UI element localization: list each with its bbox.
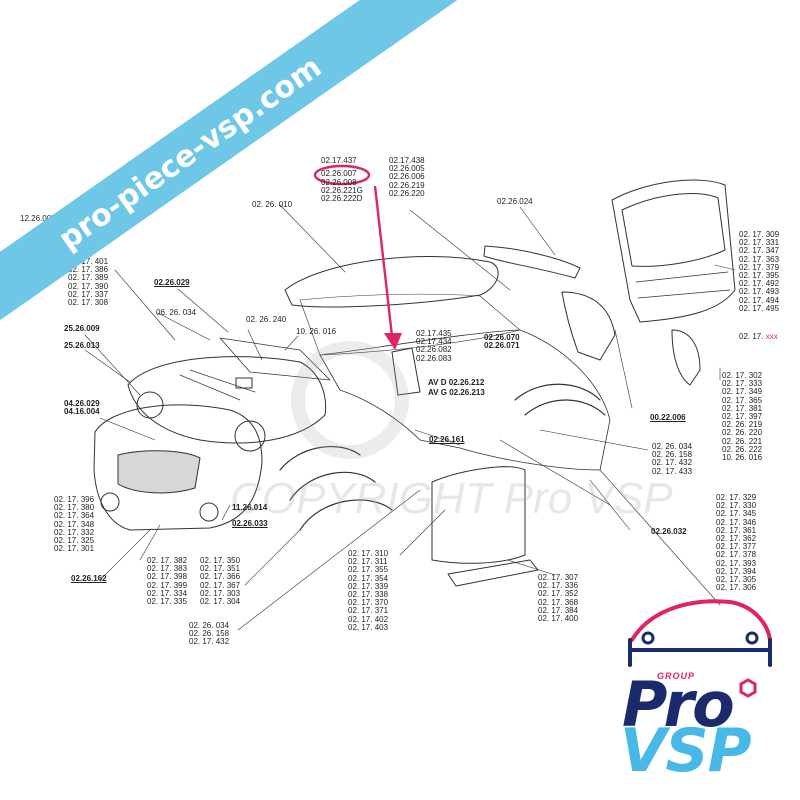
headlight-left (136, 391, 164, 419)
label-sill-stack: 02. 17. 307 02. 17. 336 02. 17. 352 02. … (538, 573, 579, 624)
label-door-stack: 02. 17. 310 02. 17. 311 02. 17. 355 02. … (348, 549, 389, 632)
logo-car-outline (628, 599, 772, 667)
logo-group-text: GROUP (657, 671, 696, 681)
logo-pro-text: Pro (622, 668, 735, 741)
mirror-part (235, 377, 253, 389)
label-02-26-162: 02.26.162 (71, 574, 107, 583)
label-arch-stack-a: 02. 17. 382 02. 17. 383 02. 17. 398 02. … (147, 556, 188, 607)
label-02-26-032: 02.26.032 (651, 527, 687, 536)
label-25-26-013: 25.26.013 (64, 341, 100, 350)
copyright-watermark: COPYRIGHT Pro VSP (230, 474, 673, 523)
highlight-annotation (313, 164, 394, 337)
label-02-26-010: 02. 26. 010 (252, 200, 293, 209)
rear-quarter-part (561, 291, 616, 361)
rear-spoiler-part (483, 245, 581, 279)
label-roof-a: 02.17.437 (321, 156, 357, 165)
label-tailgate-xxx: xxx (765, 332, 778, 341)
fog-light-right (199, 502, 219, 522)
label-roof-b: 02.26.008 02.26.221G 02.26.222D (321, 178, 363, 204)
label-rear-arch-stack: 02. 26. 034 02. 26. 158 02. 17. 432 (189, 621, 230, 647)
copyright-watermark-circle (291, 341, 409, 459)
logo-vsp-text: VSP (620, 716, 752, 786)
front-grille-part (117, 450, 201, 494)
cowl-part (219, 337, 331, 381)
label-roof-c: 02.17.438 02.26.005 02.26.006 02.26.219 … (389, 156, 425, 198)
label-02-26-024: 02.26.024 (497, 197, 533, 206)
label-tailgate-stack: 02. 17. 309 02. 17. 331 02. 17. 347 02. … (739, 230, 780, 313)
label-avg: AV G 02.26.213 (428, 388, 485, 397)
label-roof-circled: 02.26.007 (321, 169, 357, 178)
leader-lines (84, 204, 736, 631)
label-tailgate-last-num: 02. 17. (739, 332, 766, 341)
label-fender-stack: 02. 26. 034 02. 26. 158 02. 17. 432 02. … (652, 442, 693, 476)
front-bumper-part (93, 404, 263, 531)
label-25-26-009: 25.26.009 (64, 324, 100, 333)
label-glass-small: 02.17.435 02.17.434 02.26.082 02.26.083 (416, 329, 452, 363)
label-pillar: 02.26.070 02.26.071 (484, 333, 520, 351)
label-04-26: 04.26.029 04.16.004 (64, 399, 100, 417)
label-far-right-stack: 02. 17. 329 02. 17. 330 02. 17. 345 02. … (716, 493, 757, 593)
front-wheel-arch-part (279, 446, 393, 531)
label-avd: AV D 02.26.212 (428, 378, 485, 387)
label-02-26-240: 02. 26. 240 (246, 315, 287, 324)
label-06-26-034: 06. 26. 034 (156, 308, 197, 317)
label-02-26-029: 02.26.029 (154, 278, 190, 287)
roof-part (284, 256, 499, 308)
logo-hexagon-icon (739, 678, 757, 698)
label-11-26-014: 11.26.014 (232, 503, 268, 512)
label-right-stack: 02. 17. 302 02. 17. 333 02. 17. 349 02. … (722, 371, 763, 463)
tailgate-part (611, 179, 736, 323)
rear-lamp-part (671, 329, 701, 386)
label-12-26-005: 12.26.005 (20, 214, 56, 223)
highlight-arrow-line (373, 185, 394, 337)
hood-part (127, 356, 327, 444)
fog-light-left (100, 492, 120, 512)
headlight-right (234, 420, 266, 452)
label-arch-stack-b: 02. 17. 350 02. 17. 351 02. 17. 366 02. … (200, 556, 241, 607)
label-tailgate-last: 02. 17. xxx (739, 332, 778, 341)
rear-wheel-arch-part (514, 383, 606, 416)
label-02-26-033: 02.26.033 (232, 519, 268, 528)
quarter-glass-part (391, 347, 421, 396)
highlight-circle (313, 164, 371, 186)
highlight-arrowhead (384, 333, 402, 350)
label-02-26-161: 02.26.161 (429, 435, 465, 444)
label-00-22-006: 00.22.006 (650, 413, 686, 422)
door-part (431, 466, 526, 564)
body-side-part (319, 329, 611, 471)
label-bumper-stack: 02. 17. 396 02. 17. 380 02. 17. 364 02. … (54, 495, 95, 554)
label-10-26-016: 10. 26. 016 (296, 327, 337, 336)
